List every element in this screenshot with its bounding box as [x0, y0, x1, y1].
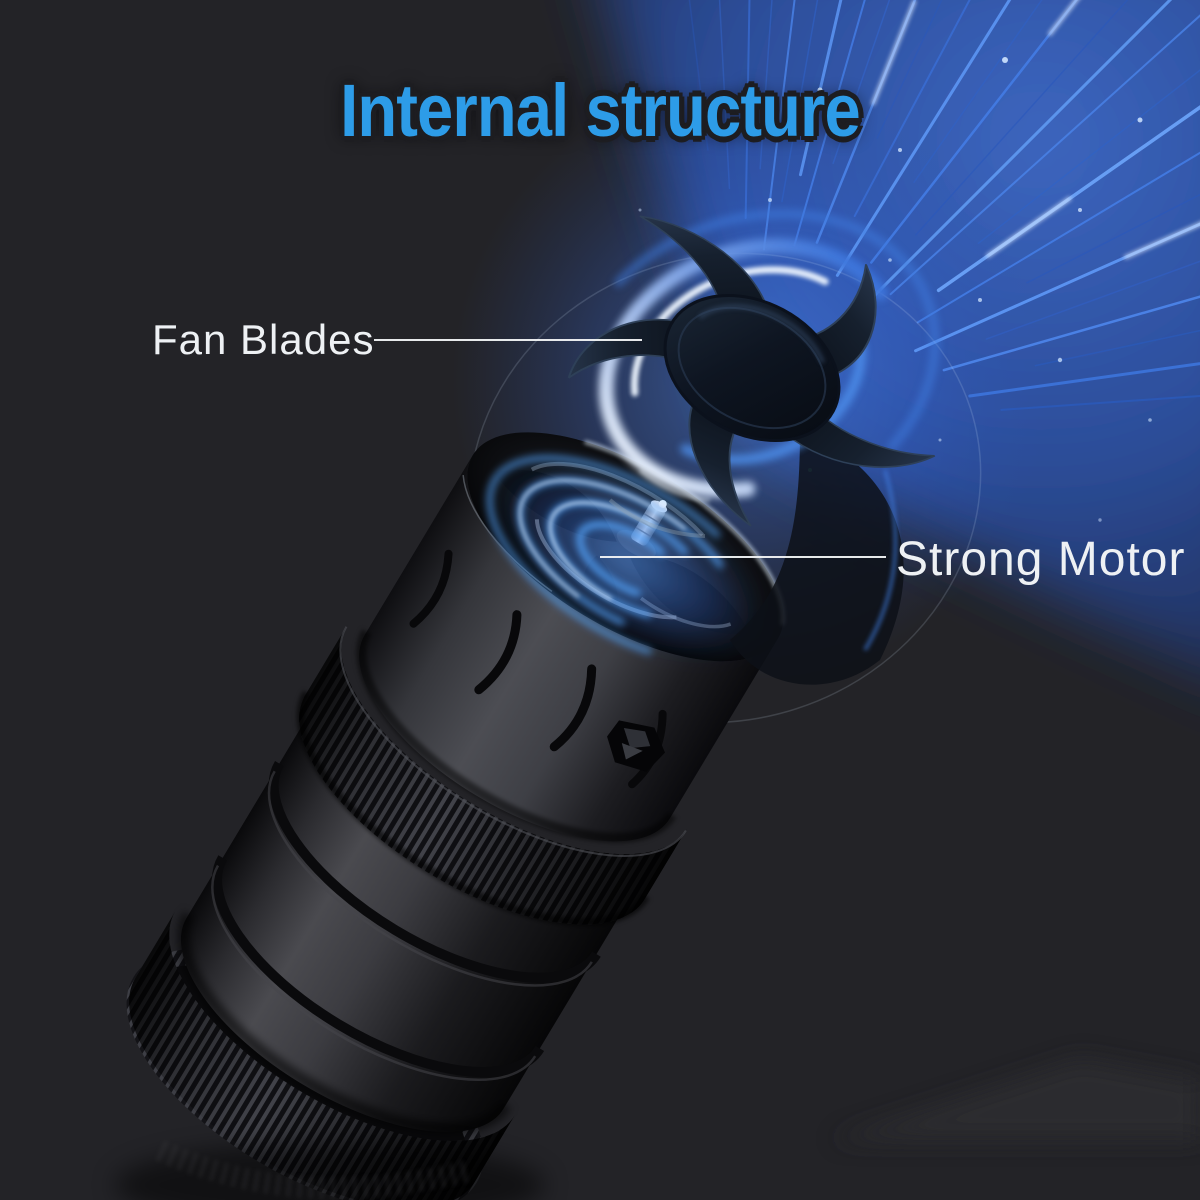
strong-motor-annotation: Strong Motor — [896, 532, 1185, 587]
page-title: Internal structure — [340, 69, 861, 152]
strong-motor-leader-line — [600, 556, 886, 558]
fan-blades-annotation: Fan Blades — [152, 316, 374, 364]
floor-shadow — [115, 1058, 1200, 1200]
strong-motor-label: Strong Motor — [896, 533, 1186, 586]
fan-blades-graphic — [567, 215, 936, 527]
motor-graphic — [462, 432, 785, 666]
fan-blades-leader-line — [374, 339, 642, 341]
motor-housing — [356, 455, 778, 843]
light-rays — [641, 0, 1200, 411]
device-body — [126, 432, 785, 1200]
fan-blades-label: Fan Blades — [152, 316, 375, 363]
